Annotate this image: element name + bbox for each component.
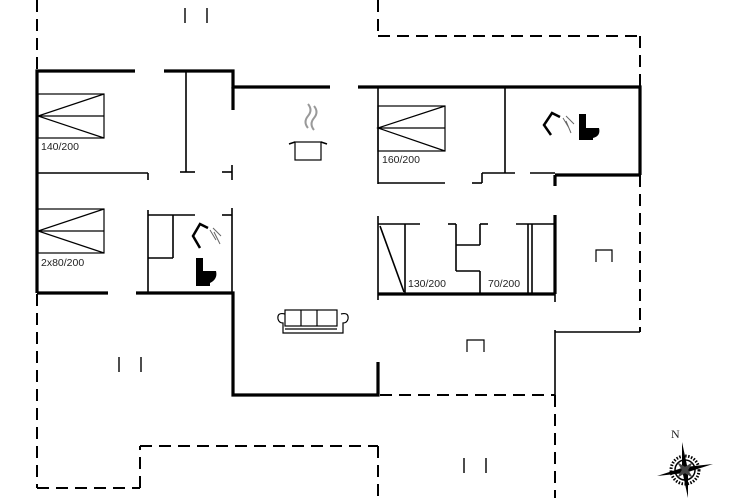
bed-label: 160/200 [382, 154, 420, 166]
exterior-walls [35, 69, 642, 397]
bed-label: 130/200 [408, 278, 446, 290]
kitchen-pot-icon [288, 103, 328, 161]
interior-walls [37, 71, 640, 395]
bed-label: 2x80/200 [41, 257, 85, 269]
shower-icon [191, 222, 222, 249]
bed-2x80-200 [36, 208, 105, 254]
terrace-chair-icon [466, 249, 613, 352]
tick-marks [118, 8, 487, 473]
toilet-icon [579, 114, 600, 140]
bed-160-200 [376, 105, 446, 152]
compass-north-label: N [671, 427, 680, 441]
terrace-outline [36, 0, 641, 498]
shower-icon [542, 111, 575, 136]
bed-label: 140/200 [41, 141, 79, 153]
toilet-icon [196, 258, 217, 286]
bed-140-200 [36, 93, 105, 139]
compass-icon [657, 442, 713, 498]
bed-label: 70/200 [488, 278, 521, 290]
sofa-icon [277, 309, 349, 334]
